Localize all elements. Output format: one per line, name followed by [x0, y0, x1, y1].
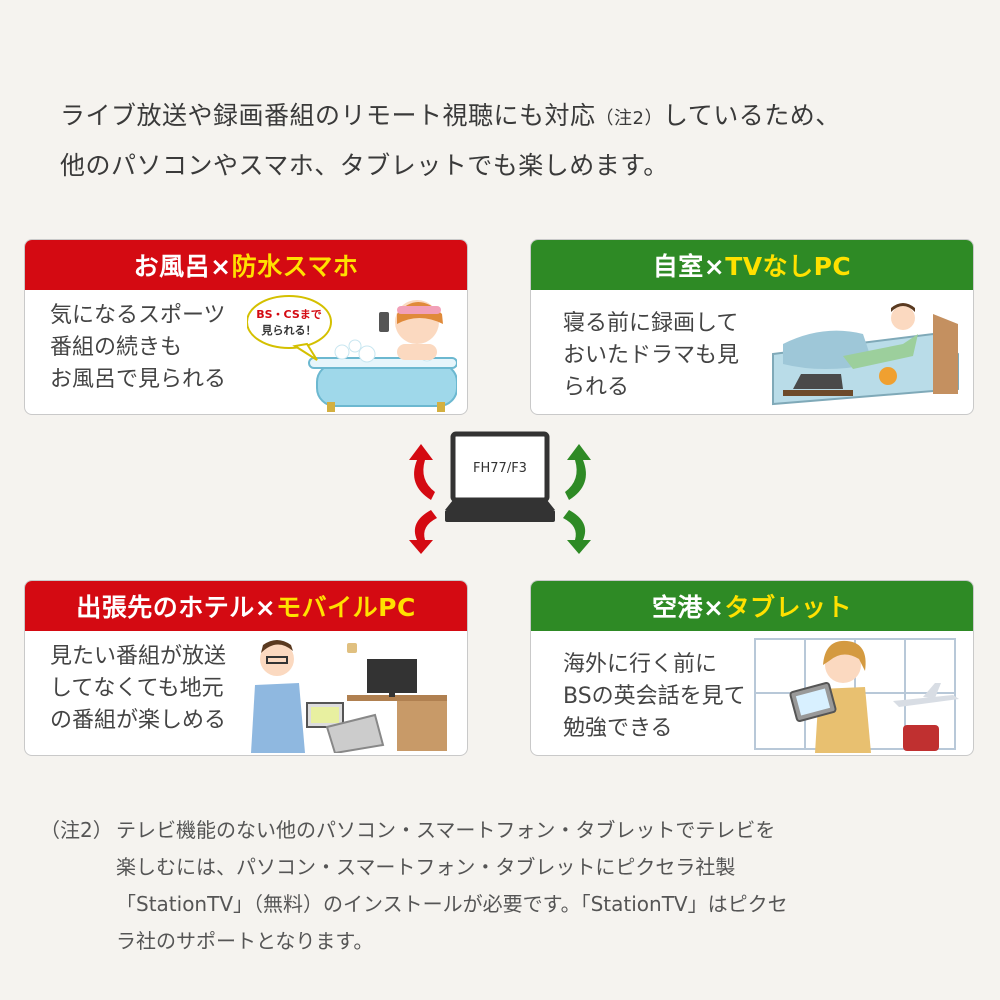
card-bath-line-3: お風呂で見られる [50, 367, 227, 392]
card-bath-title: お風呂×防水スマホ [25, 240, 467, 290]
man-hair [261, 640, 293, 653]
airplane-wing [923, 683, 941, 698]
tv-stand [389, 693, 395, 697]
intro-line-1: ライブ放送や録画番組のリモート視聴にも対応（注2）しているため、 [60, 92, 960, 142]
red-arrows [409, 444, 437, 554]
card-hotel-mobile-pc: 出張先のホテル×モバイルPC 見たい番組が放送 してなくても地元 の番組が楽しめ… [24, 580, 468, 756]
card-hotel-title: 出張先のホテル×モバイルPC [25, 581, 467, 631]
card-bath-description: 気になるスポーツ 番組の続きも お風呂で見られる [50, 300, 260, 396]
card-home-line-3: られる [563, 375, 630, 400]
laptop-screen [793, 374, 843, 389]
green-arrows [563, 444, 591, 554]
card-airport-line-3: 勉強できる [563, 716, 673, 741]
woman-hair [823, 640, 866, 671]
footnote-line-3: 「StationTV」（無料）のインストールが必要です。「StationTV」は… [116, 892, 788, 916]
center-diagram: FH77/F3 [409, 431, 591, 554]
bubble-text-1: BS・CSまで [256, 308, 322, 321]
footnote-line-2: 楽しむには、パソコン・スマートフォン・タブレットにピクセラ社製 [116, 855, 736, 879]
bubble-text-2: 見られる！ [261, 324, 317, 337]
red-arrow-down-icon [409, 510, 437, 554]
mobile-pc-screen [311, 707, 339, 723]
bathtub-shape [316, 363, 457, 407]
man-body [843, 334, 918, 369]
man-head [891, 306, 915, 330]
ball [879, 367, 897, 385]
card-airport-title-place: 空港× [652, 593, 725, 622]
red-arrow-up-icon [409, 444, 435, 500]
card-hotel-line-1: 見たい番組が放送 [50, 644, 227, 669]
bathtub-foot-right [437, 402, 445, 412]
card-hotel-line-2: してなくても地元 [50, 676, 224, 701]
card-bath-smartphone: お風呂×防水スマホ 気になるスポーツ 番組の続きも お風呂で見られる BS・CS… [24, 239, 468, 415]
woman-shoulders [397, 344, 437, 360]
card-hotel-line-3: の番組が楽しめる [50, 708, 227, 733]
man-shirt [251, 683, 305, 753]
bubble-2 [348, 339, 362, 353]
card-home-pc: 自室×TVなしPC 寝る前に録画して おいたドラマも見 られる [530, 239, 974, 415]
bathtub-foot-left [327, 402, 335, 412]
footnote-line-1: テレビ機能のない他のパソコン・スマートフォン・タブレットでテレビを [116, 818, 776, 842]
airplane-icon [893, 695, 959, 707]
man-hair [891, 303, 915, 312]
headband [397, 306, 441, 314]
tablet-screen [795, 688, 831, 716]
card-airport-tablet: 空港×タブレット 海外に行く前に BSの英会話を見て 勉強できる [530, 580, 974, 756]
bedroom-illustration [772, 303, 959, 406]
bubble-1 [334, 344, 350, 360]
laptop-icon: FH77/F3 [445, 431, 555, 522]
laptop-label: FH77/F3 [473, 461, 527, 476]
card-bath-title-device: 防水スマホ [231, 252, 359, 281]
card-airport-title-device: タブレット [724, 593, 852, 622]
card-hotel-title-device: モバイルPC [276, 593, 416, 622]
bed-headboard [933, 314, 958, 394]
laptop-table [783, 390, 853, 396]
card-hotel-title-place: 出張先のホテル× [76, 593, 277, 622]
green-arrow-up-icon [565, 444, 591, 500]
card-bath-line-2: 番組の続きも [50, 335, 183, 360]
footnote-mark: （注2） [40, 818, 113, 842]
glasses [266, 656, 288, 664]
footnote-line-4: ラ社のサポートとなります。 [116, 929, 374, 953]
airport-illustration [754, 638, 959, 753]
intro-line-2: 他のパソコンやスマホ、タブレットでも楽しめます。 [60, 151, 669, 180]
card-airport-title: 空港×タブレット [531, 581, 973, 631]
card-home-title-device: TVなしPC [725, 252, 852, 281]
tv-screen [367, 659, 417, 693]
hotel-illustration [251, 640, 447, 753]
lamp [347, 643, 357, 653]
intro-note-ref: （注2） [595, 108, 663, 129]
desk-top [347, 695, 447, 701]
bubble-3 [358, 345, 376, 363]
card-hotel-description: 見たい番組が放送 してなくても地元 の番組が楽しめる [50, 641, 260, 737]
card-home-title: 自室×TVなしPC [531, 240, 973, 290]
card-bath-line-1: 気になるスポーツ [50, 303, 226, 328]
card-home-title-place: 自室× [652, 252, 726, 281]
suitcase [903, 725, 939, 751]
smartphone [379, 312, 389, 332]
footnote: （注2） テレビ機能のない他のパソコン・スマートフォン・タブレットでテレビを 楽… [40, 812, 960, 960]
card-airport-line-2: BSの英会話を見て [563, 684, 746, 709]
speech-bubble [247, 295, 332, 349]
intro-text: ライブ放送や録画番組のリモート視聴にも対応（注2）しているため、 他のパソコンや… [60, 92, 960, 189]
suitcase [325, 713, 385, 753]
footnote-text: テレビ機能のない他のパソコン・スマートフォン・タブレットでテレビを 楽しむには、… [116, 812, 960, 960]
card-home-description: 寝る前に録画して おいたドラマも見 られる [563, 308, 773, 404]
card-home-line-1: 寝る前に録画して [563, 311, 739, 336]
man-head [260, 642, 294, 676]
intro-line-1-text: ライブ放送や録画番組のリモート視聴にも対応 [60, 101, 596, 130]
bathtub-rim [308, 357, 457, 369]
desk-drawer [397, 701, 447, 751]
card-bath-title-place: お風呂× [133, 252, 232, 281]
card-airport-description: 海外に行く前に BSの英会話を見て 勉強できる [563, 649, 773, 745]
card-airport-line-1: 海外に行く前に [563, 652, 718, 677]
bathtub-illustration: BS・CSまで 見られる！ [247, 295, 457, 412]
green-arrow-down-icon [563, 510, 591, 554]
speech-bubble-tail [292, 342, 318, 361]
intro-line-1-end: しているため、 [662, 101, 841, 130]
card-home-line-2: おいたドラマも見 [563, 343, 740, 368]
